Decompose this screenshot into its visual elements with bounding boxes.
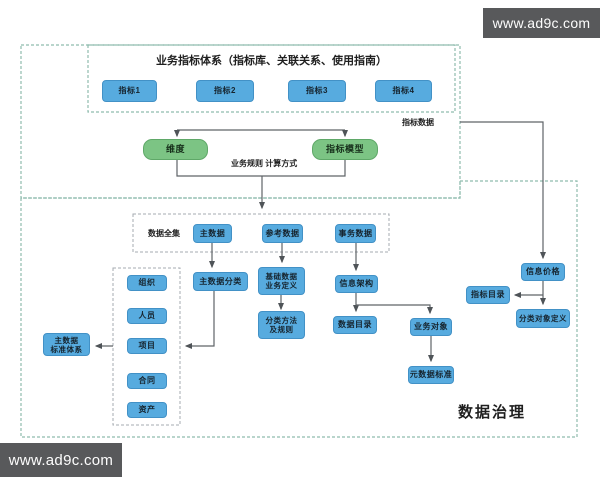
node-transaction-data: 事务数据 — [335, 224, 376, 243]
arrow-classification-to-domains — [184, 291, 215, 349]
indicator-data-label: 指标数据 — [402, 118, 434, 127]
node-line: 主数据 — [54, 335, 79, 345]
node-line: 分类方法 — [265, 316, 298, 325]
node-data-catalog: 数据目录 — [333, 316, 377, 334]
node-line: 业务定义 — [265, 281, 298, 290]
arrow-architecture-to-object — [356, 304, 433, 315]
node-basic-data-definition: 基础数据 业务定义 — [258, 267, 305, 295]
node-line: 基础数据 — [265, 272, 298, 281]
node-classification-method: 分类方法 及规则 — [258, 311, 305, 339]
node-line: 及规则 — [269, 325, 294, 334]
dashed-group-outlines — [112, 213, 390, 426]
connector-merge-bottom — [176, 160, 346, 177]
governance-section-outline — [20, 180, 578, 438]
node-metadata-standard: 元数据标准 — [408, 366, 454, 384]
node-indicator-2: 指标2 — [196, 80, 254, 102]
node-domain-organization: 组织 — [127, 275, 167, 291]
node-information-architecture: 信息架构 — [335, 275, 378, 293]
watermark-bottom-left: www.ad9c.com — [0, 443, 122, 477]
node-information-price: 信息价格 — [521, 263, 565, 281]
node-master-data: 主数据 — [193, 224, 232, 243]
dataset-label: 数据全集 — [148, 229, 180, 238]
node-indicator-catalog: 指标目录 — [466, 286, 510, 304]
master-domain-outline — [112, 267, 181, 426]
node-indicator-model: 指标模型 — [312, 139, 378, 160]
node-domain-asset: 资产 — [127, 402, 167, 418]
node-indicator-1: 指标1 — [102, 80, 157, 102]
node-classification-object-definition: 分类对象定义 — [516, 309, 570, 328]
node-domain-personnel: 人员 — [127, 308, 167, 324]
node-reference-data: 参考数据 — [262, 224, 303, 243]
arrow-indicator-data — [460, 121, 546, 260]
data-governance-title: 数据治理 — [458, 404, 527, 421]
node-domain-project: 项目 — [127, 338, 167, 354]
node-domain-contract: 合同 — [127, 373, 167, 389]
watermark-top-right: www.ad9c.com — [483, 8, 600, 38]
node-master-data-classification: 主数据分类 — [193, 272, 248, 291]
node-business-object: 业务对象 — [410, 318, 452, 336]
indicator-system-outline — [87, 44, 456, 113]
node-master-data-standard: 主数据 标准体系 — [43, 333, 90, 356]
node-indicator-4: 指标4 — [375, 80, 432, 102]
node-line: 标准体系 — [50, 344, 83, 354]
connectors — [94, 121, 546, 363]
indicator-system-title: 业务指标体系（指标库、关联关系、使用指南） — [156, 55, 387, 67]
node-dimension: 维度 — [143, 139, 208, 160]
business-rules-label: 业务规则 计算方式 — [231, 159, 298, 168]
node-indicator-3: 指标3 — [288, 80, 346, 102]
dataset-row-outline — [132, 213, 390, 253]
